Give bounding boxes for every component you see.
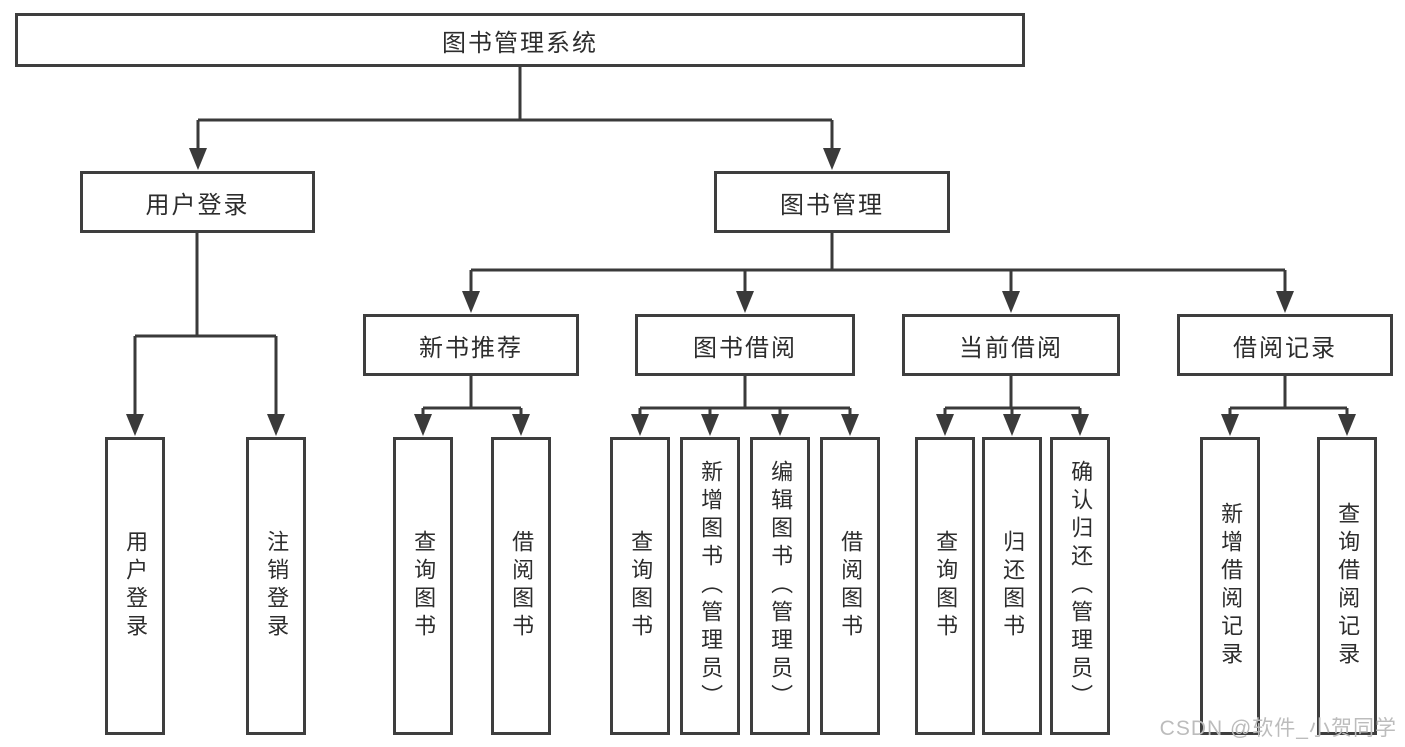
leaf-query-book-recommend-label: 查询图书 [411, 530, 437, 642]
leaf-confirm-return-admin-label: 确认归还（管理员） [1068, 460, 1094, 712]
node-system-root: 图书管理系统 [15, 13, 1025, 67]
leaf-query-borrow-record-label: 查询借阅记录 [1335, 502, 1361, 670]
leaf-add-borrow-record-label: 新增借阅记录 [1218, 502, 1244, 670]
leaf-return-book: 归还图书 [982, 437, 1042, 735]
leaf-logout: 注销登录 [246, 437, 306, 735]
leaf-edit-book-admin: 编辑图书（管理员） [750, 437, 810, 735]
connector-root-to-level1 [189, 67, 841, 170]
leaf-user-login: 用户登录 [105, 437, 165, 735]
leaf-query-book-current: 查询图书 [915, 437, 975, 735]
connector-current-borrow-children [936, 376, 1089, 436]
node-user-login: 用户登录 [80, 171, 315, 233]
csdn-watermark: CSDN @软件_小贺同学 [1159, 717, 1397, 740]
leaf-borrow-book-recommend: 借阅图书 [491, 437, 551, 735]
leaf-query-book-borrow-label: 查询图书 [628, 530, 654, 642]
connector-new-book-children [414, 376, 530, 436]
node-borrow-records-label: 借阅记录 [1233, 334, 1337, 362]
node-borrow-records: 借阅记录 [1177, 314, 1393, 376]
leaf-return-book-label: 归还图书 [1000, 530, 1026, 642]
node-new-book-recommend: 新书推荐 [363, 314, 579, 376]
leaf-add-book-admin-label: 新增图书（管理员） [698, 460, 724, 712]
leaf-user-login-label: 用户登录 [123, 530, 149, 642]
node-current-borrow: 当前借阅 [902, 314, 1120, 376]
leaf-query-borrow-record: 查询借阅记录 [1317, 437, 1377, 735]
connector-borrow-record-children [1221, 376, 1356, 436]
leaf-edit-book-admin-label: 编辑图书（管理员） [768, 460, 794, 712]
node-book-management-label: 图书管理 [780, 191, 884, 219]
leaf-borrow-book-label: 借阅图书 [838, 530, 864, 642]
node-book-borrow: 图书借阅 [635, 314, 855, 376]
node-user-login-label: 用户登录 [145, 191, 250, 219]
node-system-root-label: 图书管理系统 [442, 29, 598, 57]
leaf-query-book-recommend: 查询图书 [393, 437, 453, 735]
node-book-borrow-label: 图书借阅 [693, 334, 797, 362]
leaf-logout-label: 注销登录 [264, 530, 290, 642]
connector-book-mgmt-to-level2 [462, 233, 1294, 313]
node-book-management: 图书管理 [714, 171, 950, 233]
connector-user-login-children [126, 233, 285, 436]
leaf-confirm-return-admin: 确认归还（管理员） [1050, 437, 1110, 735]
leaf-borrow-book-recommend-label: 借阅图书 [509, 530, 535, 642]
leaf-add-borrow-record: 新增借阅记录 [1200, 437, 1260, 735]
leaf-borrow-book: 借阅图书 [820, 437, 880, 735]
node-new-book-recommend-label: 新书推荐 [419, 334, 523, 362]
node-current-borrow-label: 当前借阅 [959, 334, 1063, 362]
leaf-query-book-current-label: 查询图书 [933, 530, 959, 642]
connector-book-borrow-children [631, 376, 859, 436]
leaf-add-book-admin: 新增图书（管理员） [680, 437, 740, 735]
leaf-query-book-borrow: 查询图书 [610, 437, 670, 735]
